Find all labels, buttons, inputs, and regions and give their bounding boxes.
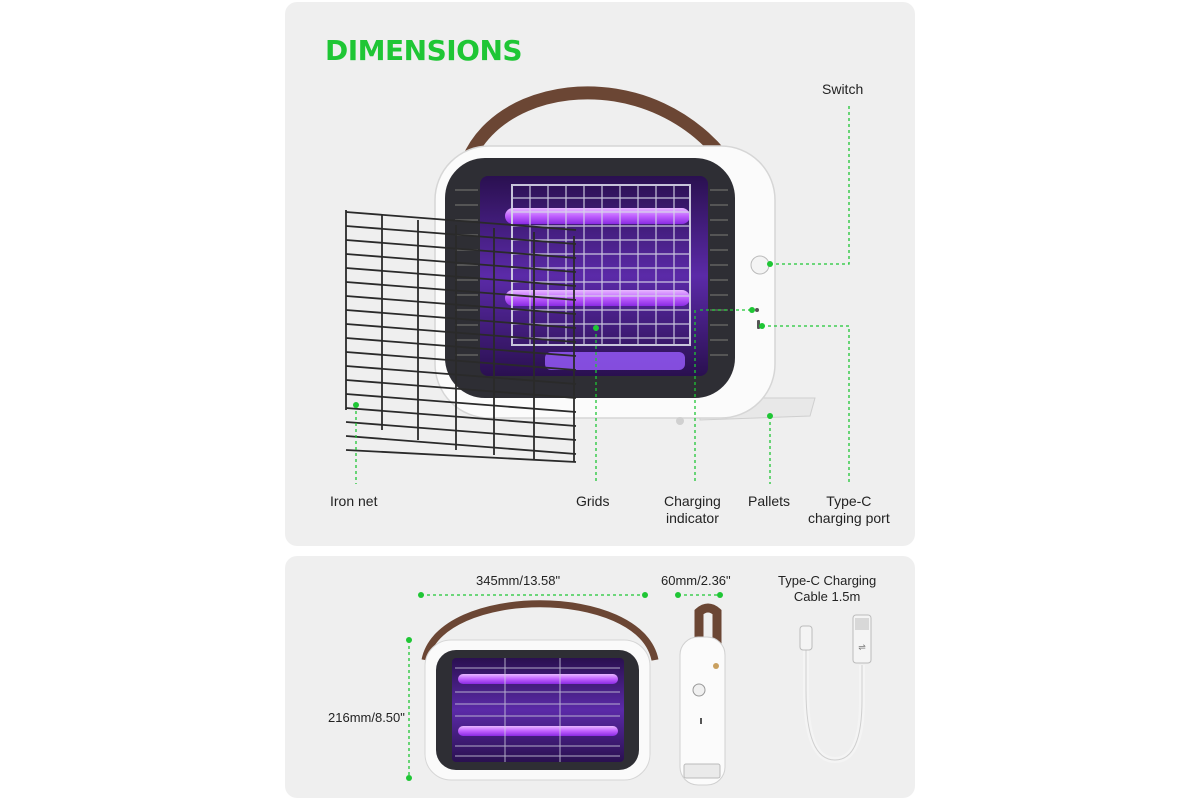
uv-tube-top <box>505 208 690 224</box>
callout-leaders <box>355 104 850 484</box>
type-c-cable: ⇌ <box>799 614 872 764</box>
switch-button <box>750 255 770 275</box>
dimension-depth-label: 60mm/2.36" <box>661 573 731 588</box>
dimension-endpoints <box>406 592 723 781</box>
type-c-connector <box>799 625 813 651</box>
callout-iron-net: Iron net <box>330 493 378 509</box>
iron-net <box>345 210 577 463</box>
callout-pallets: Pallets <box>748 493 791 509</box>
page-title: DIMENSIONS <box>325 34 523 67</box>
dimension-width-label: 345mm/13.58" <box>476 573 561 588</box>
bug-zapper-side-view <box>679 603 726 786</box>
bug-zapper-front-view <box>421 600 659 781</box>
usb-icon: ⇌ <box>858 643 866 653</box>
callout-dots <box>353 261 773 419</box>
charging-indicator-light <box>755 308 759 312</box>
electric-grid <box>511 184 691 346</box>
bug-zapper-main <box>434 86 816 425</box>
uv-tube-bottom <box>505 290 690 306</box>
callout-switch: Switch <box>822 81 864 97</box>
dimension-height-label: 216mm/8.50" <box>328 710 405 725</box>
foot <box>676 417 684 425</box>
callout-grids: Grids <box>576 493 610 509</box>
dimension-lines <box>408 594 720 778</box>
uv-glow-base <box>545 352 685 370</box>
